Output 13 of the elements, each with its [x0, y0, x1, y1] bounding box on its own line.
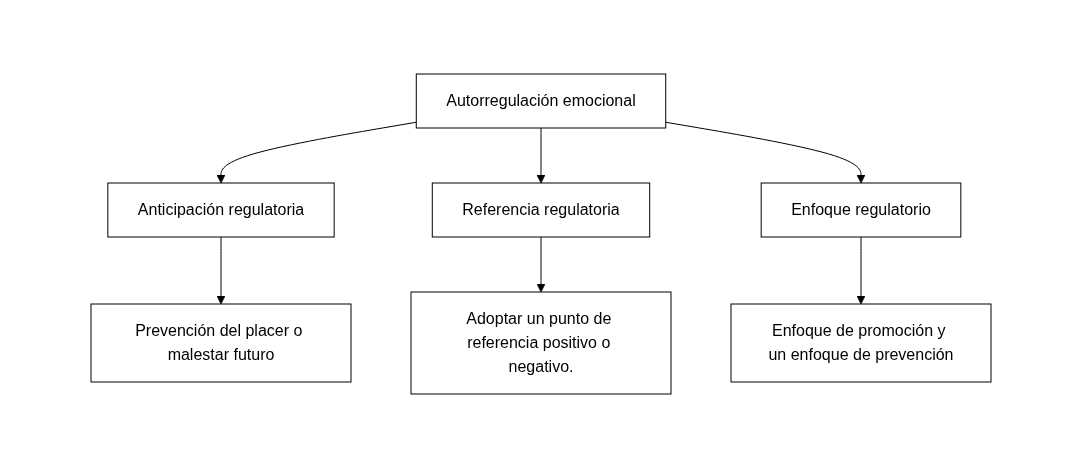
- arrow: [536, 127, 546, 183]
- node-box: Prevención del placer o malestar futuro: [90, 303, 352, 382]
- node-box: Enfoque de promoción y un enfoque de prevención: [730, 303, 992, 382]
- node-box: Referencia regulatoria: [431, 182, 651, 237]
- arrow: [216, 121, 417, 183]
- node-box: Autorregulación emocional: [415, 73, 667, 128]
- node-box: Enfoque regulatorio: [760, 182, 962, 237]
- node-box: Adoptar un punto de referencia positivo o negativo.: [410, 291, 672, 394]
- arrow: [216, 236, 226, 304]
- arrow: [665, 121, 866, 183]
- arrow: [856, 236, 866, 304]
- arrow: [536, 236, 546, 292]
- node-box: Anticipación regulatoria: [107, 182, 335, 237]
